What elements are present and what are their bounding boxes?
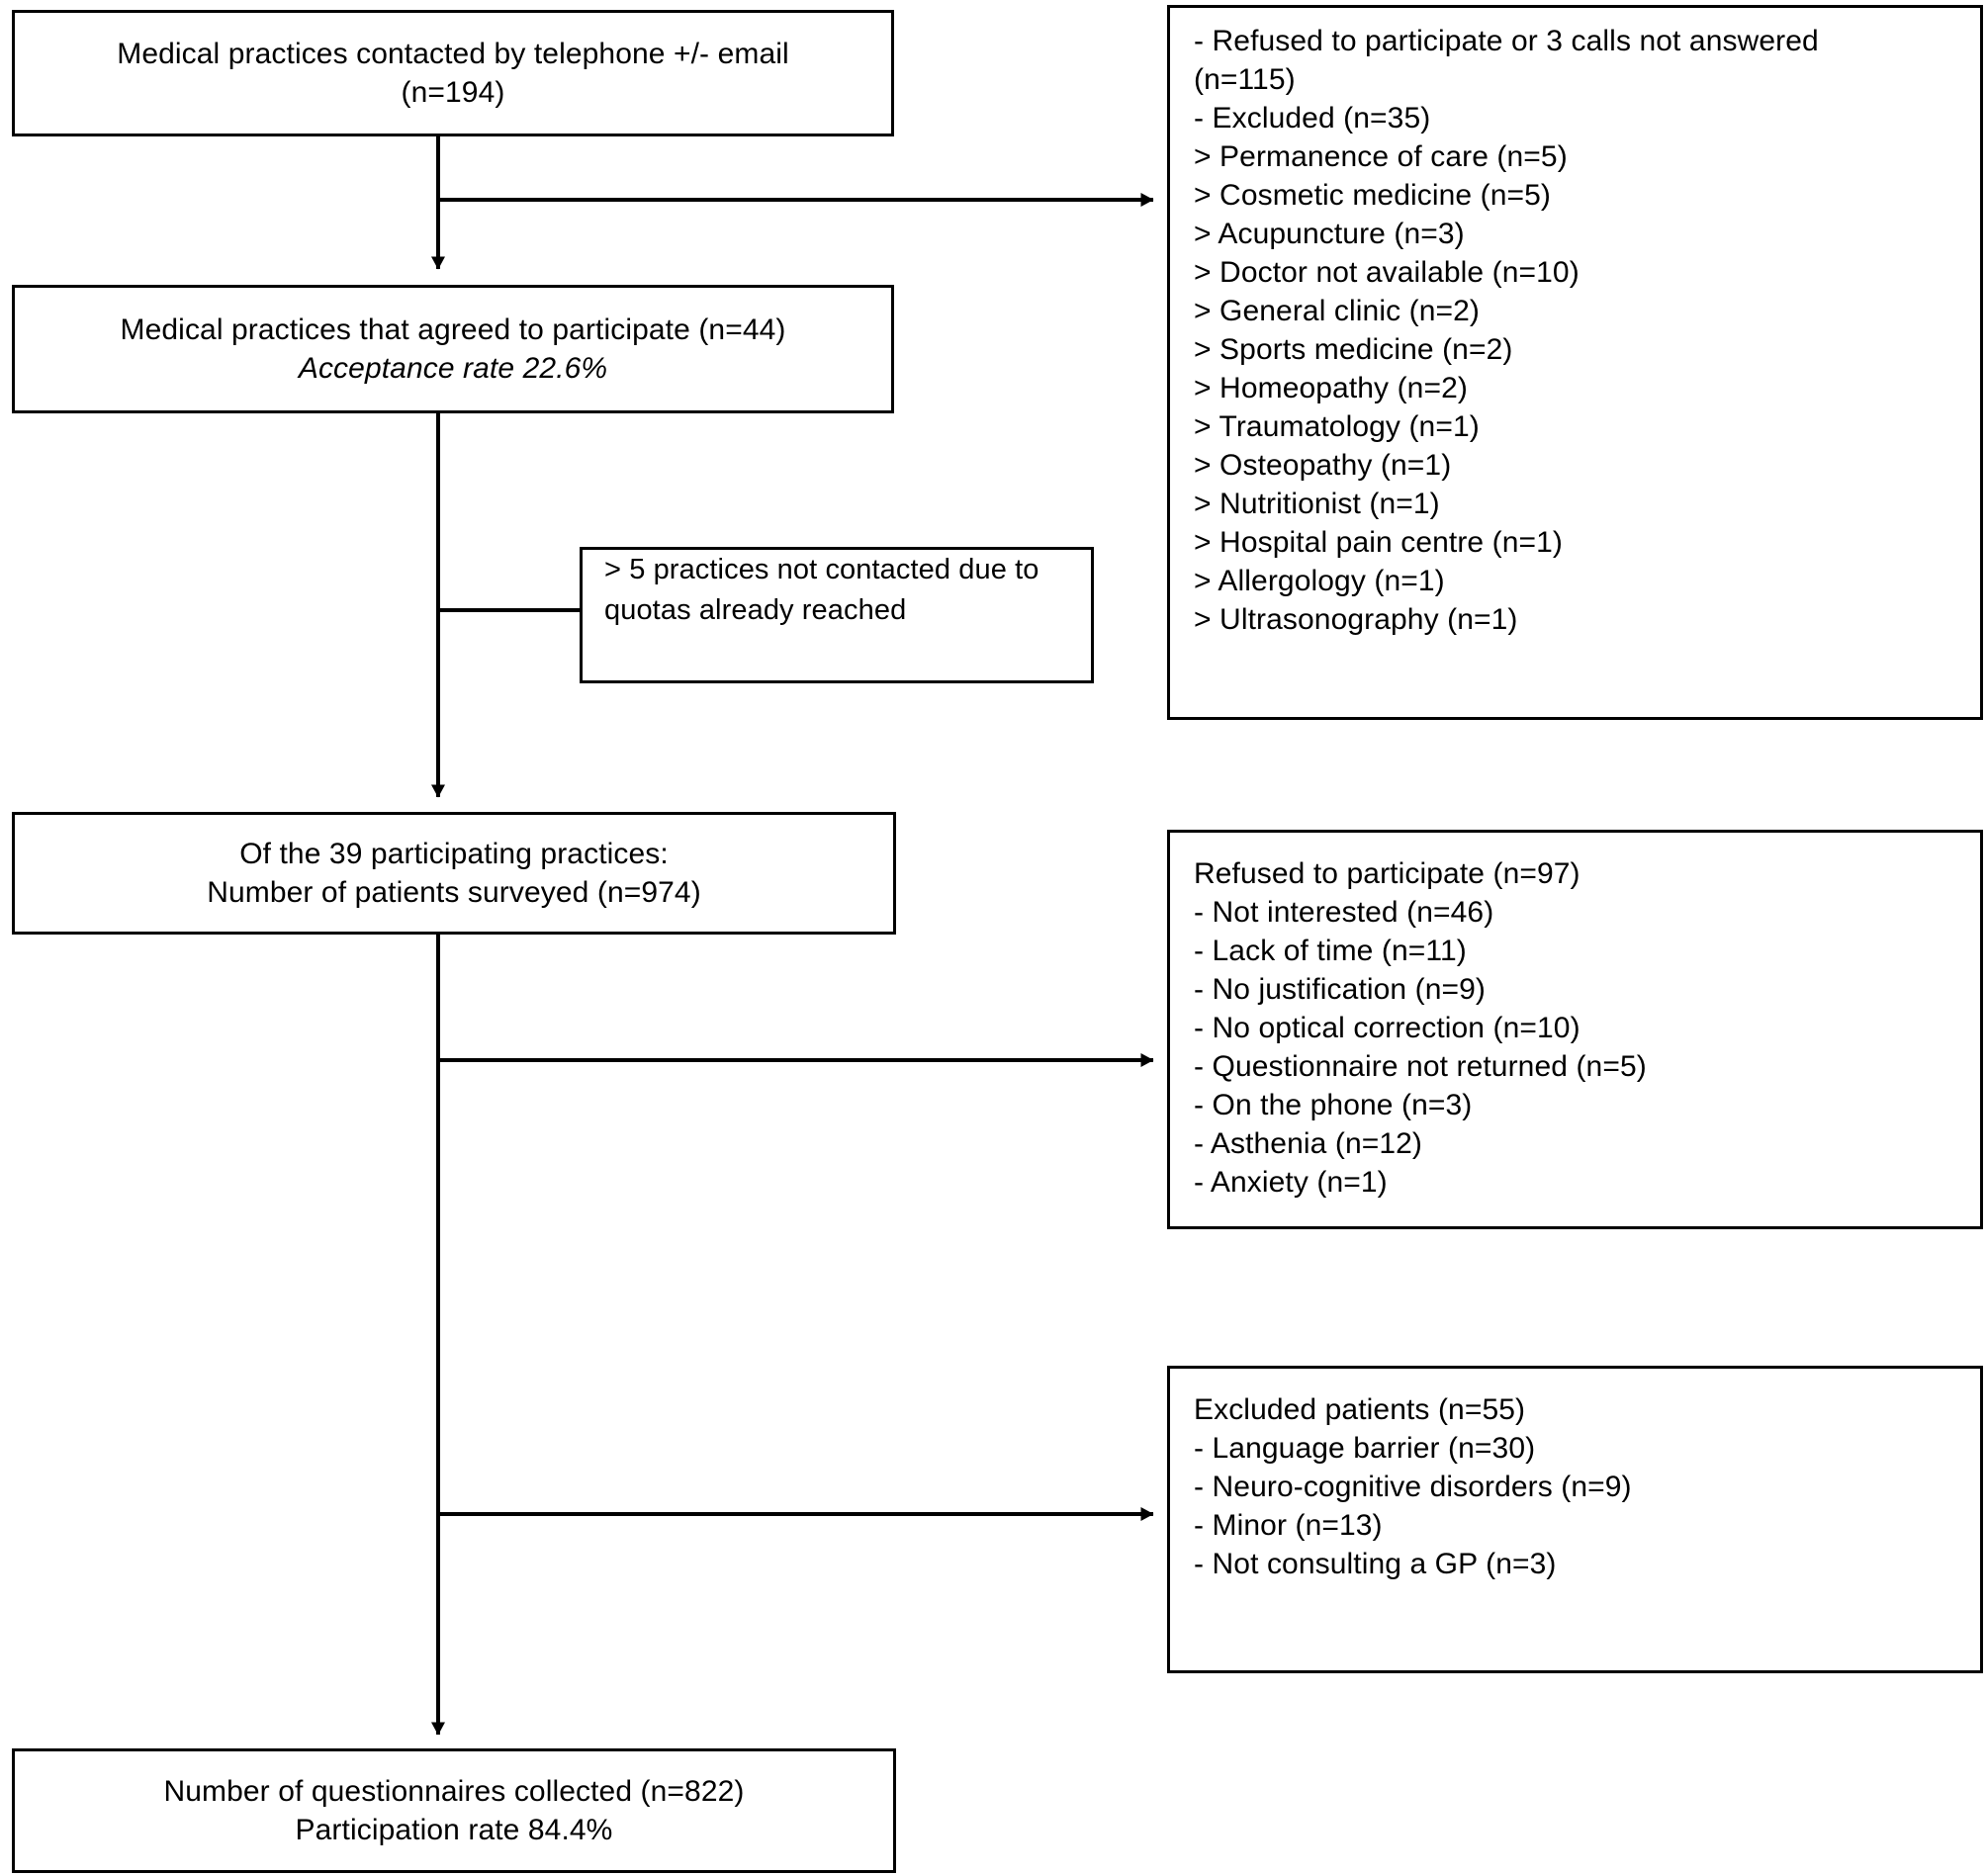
node-line: - No optical correction (n=10) xyxy=(1194,1012,1580,1044)
node-patients-surveyed: Of the 39 participating practices: Numbe… xyxy=(12,812,896,935)
node-practices-agreed: Medical practices that agreed to partici… xyxy=(12,285,894,413)
node-line: Number of questionnaires collected (n=82… xyxy=(163,1775,745,1808)
node-line: - Excluded (n=35) xyxy=(1194,102,1431,134)
node-line: > 5 practices not contacted due to xyxy=(604,554,1039,585)
node-line: (n=194) xyxy=(401,76,505,109)
node-line: - On the phone (n=3) xyxy=(1194,1089,1473,1121)
node-excluded-patients: Excluded patients (n=55) - Language barr… xyxy=(1167,1366,1983,1673)
node-line: > Ultrasonography (n=1) xyxy=(1194,603,1518,636)
node-line: > Homeopathy (n=2) xyxy=(1194,372,1468,404)
node-line: > General clinic (n=2) xyxy=(1194,295,1481,327)
node-line: Refused to participate (n=97) xyxy=(1194,857,1580,890)
node-line: > Acupuncture (n=3) xyxy=(1194,218,1465,250)
node-line: > Nutritionist (n=1) xyxy=(1194,488,1440,520)
node-questionnaires-collected: Number of questionnaires collected (n=82… xyxy=(12,1748,896,1873)
node-line: - Minor (n=13) xyxy=(1194,1509,1383,1542)
node-line: > Traumatology (n=1) xyxy=(1194,410,1480,443)
node-line: - Neuro-cognitive disorders (n=9) xyxy=(1194,1471,1632,1503)
node-line: > Doctor not available (n=10) xyxy=(1194,256,1580,289)
node-line: > Sports medicine (n=2) xyxy=(1194,333,1513,366)
node-line: Medical practices contacted by telephone… xyxy=(117,38,789,70)
node-line: Of the 39 participating practices: xyxy=(239,838,669,870)
node-refused-patients: Refused to participate (n=97) - Not inte… xyxy=(1167,830,1983,1229)
node-line: (n=115) xyxy=(1194,63,1296,96)
node-line: Participation rate 84.4% xyxy=(295,1814,613,1846)
node-line: - Questionnaire not returned (n=5) xyxy=(1194,1050,1647,1083)
node-line: > Osteopathy (n=1) xyxy=(1194,449,1452,482)
node-line: - No justification (n=9) xyxy=(1194,973,1487,1006)
node-practices-not-contacted-quota: > 5 practices not contacted due to quota… xyxy=(580,547,1094,683)
node-line: > Hospital pain centre (n=1) xyxy=(1194,526,1564,559)
node-line: - Language barrier (n=30) xyxy=(1194,1432,1536,1465)
node-line: > Cosmetic medicine (n=5) xyxy=(1194,179,1551,212)
node-line-acceptance-rate: Acceptance rate 22.6% xyxy=(298,352,608,385)
node-line: quotas already reached xyxy=(604,594,907,627)
node-line: Medical practices that agreed to partici… xyxy=(120,313,786,346)
node-line: - Not consulting a GP (n=3) xyxy=(1194,1548,1557,1580)
node-excluded-practices: - Refused to participate or 3 calls not … xyxy=(1167,5,1983,720)
node-line: Excluded patients (n=55) xyxy=(1194,1393,1526,1426)
node-line: - Asthenia (n=12) xyxy=(1194,1127,1423,1160)
node-line: - Lack of time (n=11) xyxy=(1194,935,1467,967)
node-line: - Anxiety (n=1) xyxy=(1194,1166,1388,1199)
node-line: Number of patients surveyed (n=974) xyxy=(207,876,701,909)
node-line: > Allergology (n=1) xyxy=(1194,565,1445,597)
node-line: > Permanence of care (n=5) xyxy=(1194,140,1568,173)
node-line: - Not interested (n=46) xyxy=(1194,896,1494,929)
node-practices-contacted: Medical practices contacted by telephone… xyxy=(12,10,894,136)
node-line: - Refused to participate or 3 calls not … xyxy=(1194,25,1819,57)
